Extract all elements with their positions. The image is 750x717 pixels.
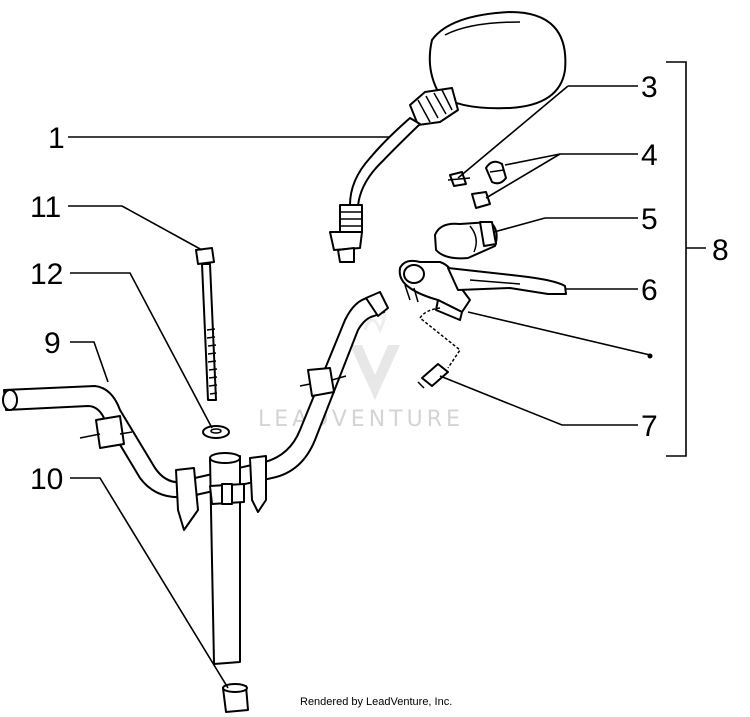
leader-4b — [485, 153, 561, 199]
callout-4: 4 — [641, 139, 658, 172]
watermark-logo — [350, 307, 400, 400]
callout-3: 3 — [641, 71, 658, 104]
leader-11 — [68, 205, 203, 251]
callout-1: 1 — [48, 122, 65, 155]
assembly-bracket-8 — [666, 61, 706, 457]
leader-lines — [68, 61, 706, 689]
render-credit: Rendered by LeadVenture, Inc. — [300, 696, 452, 708]
leader-5b — [493, 217, 546, 233]
bolt-part-11 — [195, 247, 218, 401]
leader-4a — [504, 153, 561, 166]
adjuster-part-4 — [471, 160, 507, 209]
callout-8: 8 — [712, 234, 729, 267]
callout-7: 7 — [641, 410, 658, 443]
leader-dot — [467, 311, 651, 356]
leader-10 — [70, 477, 229, 689]
leader-dot-marker — [647, 353, 653, 359]
lever-bracket-part-5 — [434, 221, 498, 260]
washer-part-12 — [202, 425, 230, 439]
handlebar-part-9 — [2, 291, 389, 531]
leader-12 — [70, 272, 213, 429]
steering-stem — [209, 452, 245, 665]
callout-9: 9 — [44, 327, 61, 360]
leader-3b — [457, 85, 569, 179]
callout-10: 10 — [30, 463, 63, 496]
callout-5: 5 — [641, 203, 658, 236]
cap-part-10 — [222, 683, 249, 713]
watermark-text: LEADVENTURE — [258, 407, 464, 432]
mirror-part — [329, 11, 567, 263]
callout-6: 6 — [641, 274, 658, 307]
brake-switch-part-7 — [417, 307, 462, 389]
leader-9 — [70, 341, 109, 383]
leader-7 — [439, 375, 638, 426]
brake-lever-part-6 — [398, 259, 567, 321]
callout-11: 11 — [30, 191, 61, 224]
screw-part-3 — [447, 171, 471, 187]
callout-12: 12 — [30, 258, 63, 291]
